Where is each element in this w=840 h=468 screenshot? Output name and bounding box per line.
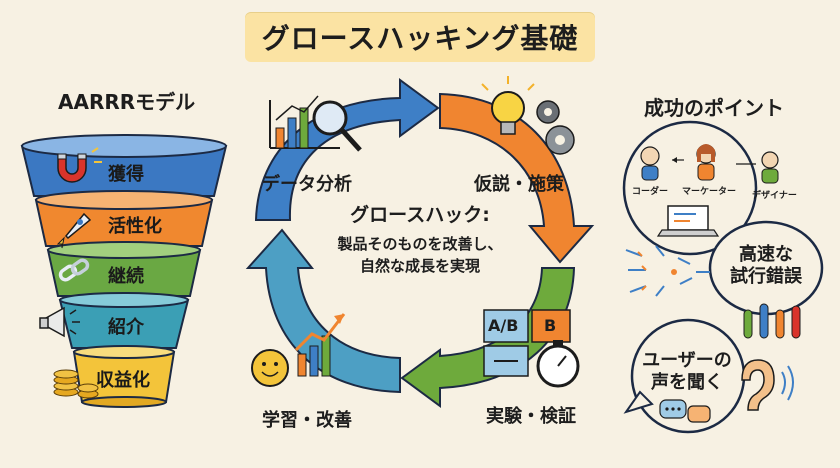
definition-title: グロースハック: [350, 204, 490, 226]
scattered-arrows-icon [625, 245, 710, 297]
step-experiment: 実験・検証 [486, 406, 576, 427]
rapid-iteration-line-1: 高速な [739, 244, 793, 265]
funnel-label-retention: 継続 [108, 266, 144, 287]
user-growth-chart-icon [251, 313, 346, 387]
user-voice-line-1: ユーザーの [642, 350, 732, 371]
user-voice-text: ユーザーの 声を聞く [632, 350, 742, 394]
success-points-heading: 成功のポイント [644, 96, 784, 120]
chain-link-icon [58, 258, 90, 282]
team-collaboration-circle [622, 120, 779, 256]
step-data-analysis: データ分析 [262, 174, 352, 195]
chat-bubbles-icon [659, 399, 711, 423]
growth-hack-definition: グロースハック: 製品そのものを改善し、 自然な成長を実現 [318, 200, 522, 277]
rapid-iteration-line-2: 試行錯誤 [730, 266, 802, 287]
role-marketer: マーケーター [682, 187, 737, 197]
funnel-label-revenue: 収益化 [96, 370, 150, 391]
user-voice-line-2: 声を聞く [651, 372, 723, 393]
bar-chart-magnifier-icon [269, 95, 362, 152]
cycle-arrow-blue [254, 78, 440, 221]
step-learning: 学習・改善 [262, 410, 352, 431]
funnel-label-activation: 活性化 [108, 216, 162, 237]
lightbulb-gears-icon [481, 76, 575, 155]
aarrr-funnel [20, 134, 228, 408]
ab-label-b: B [544, 316, 557, 335]
rocket-icon [56, 212, 92, 249]
test-tubes-icon [743, 303, 801, 339]
aarrr-heading: AARRRモデル [58, 90, 196, 114]
coins-icon [53, 369, 99, 399]
ab-test-stopwatch-icon [483, 309, 580, 388]
rapid-iteration-text: 高速な 試行錯誤 [716, 244, 816, 288]
ab-label-a: A/B [488, 316, 519, 335]
funnel-label-referral: 紹介 [108, 317, 144, 338]
definition-line-1: 製品そのものを改善し、 [337, 235, 503, 253]
page-title: グロースハッキング基礎 [245, 12, 595, 62]
definition-line-2: 自然な成長を実現 [359, 257, 480, 275]
funnel-label-acquisition: 獲得 [108, 164, 144, 185]
role-coder: コーダー [632, 187, 669, 197]
megaphone-icon [39, 306, 80, 338]
ear-icon [741, 359, 794, 411]
magnet-icon [57, 147, 102, 183]
step-hypothesis: 仮説・施策 [474, 174, 564, 195]
role-designer: デザイナー [752, 191, 797, 201]
